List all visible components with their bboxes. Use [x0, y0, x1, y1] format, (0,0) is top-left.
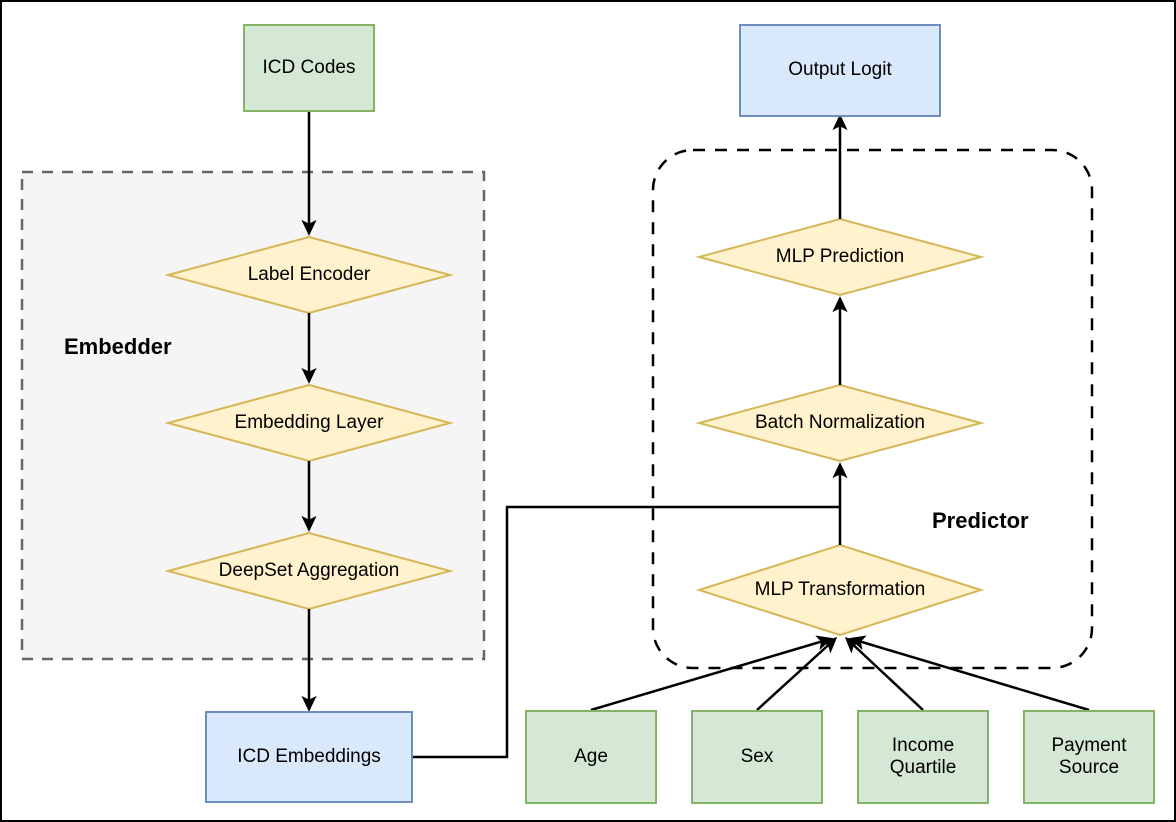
node-sex[interactable]: Sex — [691, 710, 823, 804]
batch-normalization-diamond — [695, 383, 985, 463]
node-sex-label: Sex — [740, 745, 774, 767]
node-payment-source-label: Payment Source — [1051, 734, 1127, 778]
node-icd-embeddings-label: ICD Embeddings — [237, 745, 381, 767]
node-payment-source[interactable]: Payment Source — [1023, 710, 1155, 804]
edge-sex-to-mlp-transformation — [756, 637, 838, 711]
mlp-prediction-diamond — [695, 217, 985, 297]
node-age-label: Age — [574, 745, 608, 767]
node-output-logit-label: Output Logit — [788, 59, 892, 81]
edge-icd-embeddings-to-batchnorm — [413, 505, 840, 759]
group-label-embedder: Embedder — [64, 334, 172, 359]
node-icd-embeddings[interactable]: ICD Embeddings — [205, 711, 413, 803]
node-income-quartile[interactable]: Income Quartile — [857, 710, 989, 804]
edge-payment-source-to-mlp-transformation — [849, 635, 1090, 712]
node-icd-codes-label: ICD Codes — [262, 56, 356, 78]
edge-income-quartile-to-mlp-transformation — [844, 637, 924, 711]
group-label-predictor: Predictor — [932, 508, 1029, 533]
node-icd-codes[interactable]: ICD Codes — [243, 24, 375, 112]
node-income-quartile-label: Income Quartile — [889, 734, 957, 778]
edge-age-to-mlp-transformation — [590, 635, 833, 712]
node-age[interactable]: Age — [525, 710, 657, 804]
group-predictor-border — [651, 148, 1094, 670]
node-output-logit[interactable]: Output Logit — [739, 24, 941, 117]
mlp-transformation-diamond — [695, 543, 985, 637]
